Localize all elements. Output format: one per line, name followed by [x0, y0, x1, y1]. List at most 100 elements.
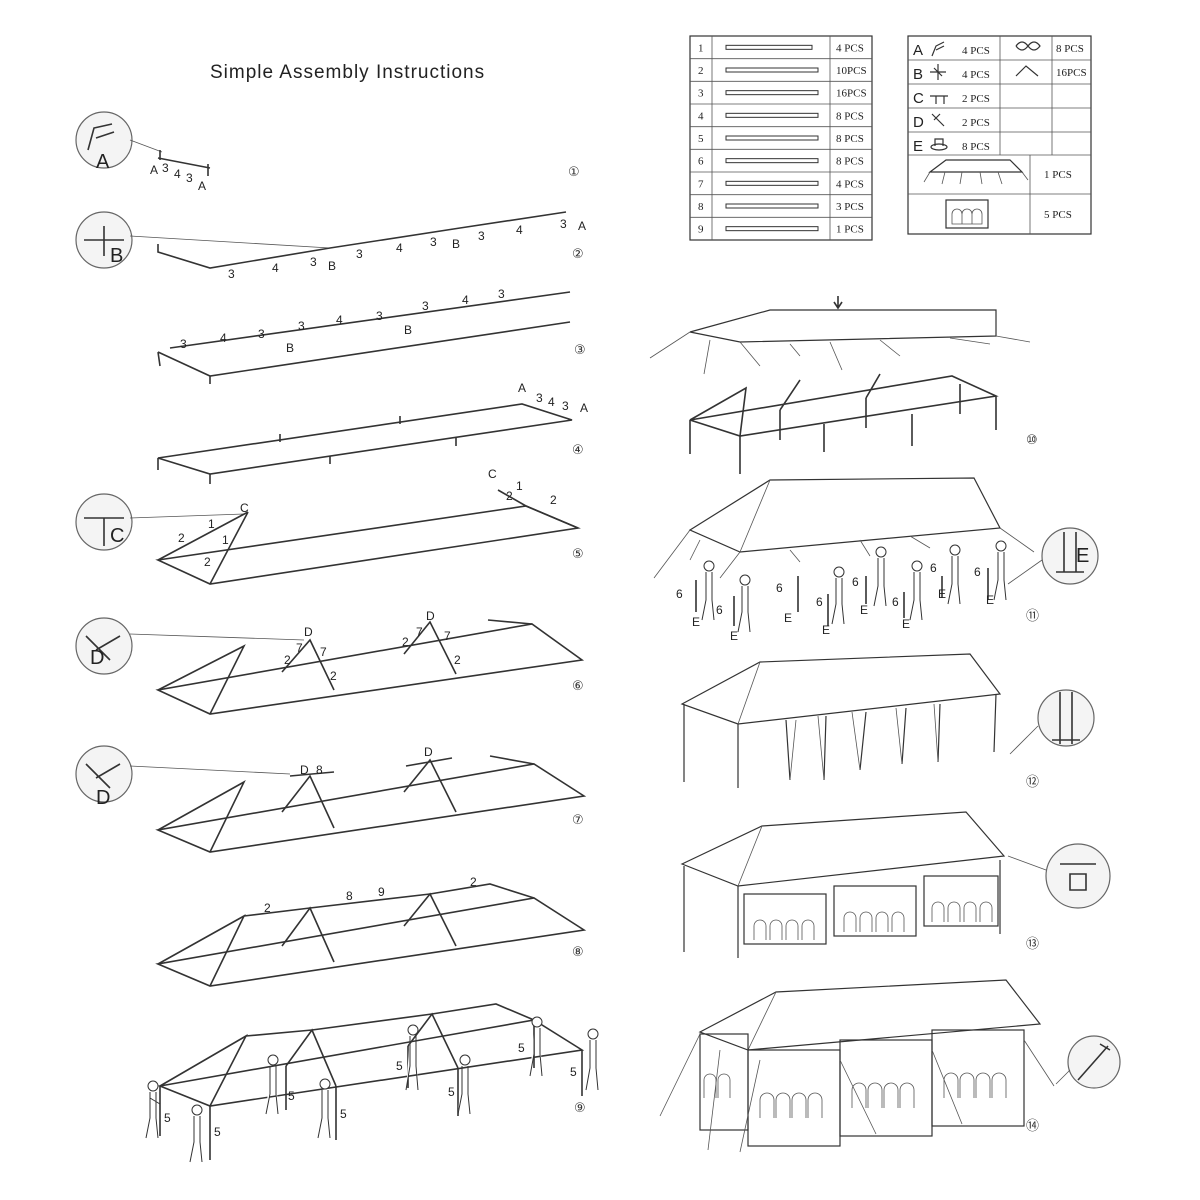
- part-qty: 16PCS: [836, 88, 867, 100]
- step-7: D D 8 D ⑦: [75, 745, 587, 853]
- part-qty: 1 PCS: [836, 224, 864, 236]
- part-number: 2: [698, 65, 704, 77]
- svg-text:4: 4: [174, 167, 181, 181]
- svg-text:3: 3: [298, 319, 305, 333]
- svg-text:4: 4: [462, 293, 469, 307]
- step-5: C C 1 2 1 2 C 1 2 2 ⑤: [75, 467, 584, 585]
- svg-text:D: D: [90, 647, 104, 669]
- step-3: 3 4 3 B 3 4 3 B 3 4 3 ③: [157, 287, 586, 384]
- svg-text:D: D: [96, 787, 110, 809]
- step-number-8: ⑧: [572, 945, 584, 960]
- step-number-9: ⑨: [574, 1101, 586, 1116]
- rope-qty: 8 PCS: [1056, 43, 1084, 55]
- detail-clip-icon: [1045, 843, 1111, 909]
- svg-text:3: 3: [478, 229, 485, 243]
- part-qty: 4 PCS: [836, 42, 864, 54]
- sidewall-qty: 5 PCS: [1044, 209, 1072, 221]
- svg-text:D: D: [304, 625, 313, 639]
- svg-text:1: 1: [208, 517, 215, 531]
- connector-letter-d: D: [913, 114, 924, 131]
- pipe-icon: [725, 135, 819, 141]
- part-number: 8: [698, 201, 704, 213]
- svg-text:E: E: [860, 603, 868, 617]
- svg-text:E: E: [986, 593, 994, 607]
- svg-text:E: E: [784, 611, 792, 625]
- stake-icon: [1015, 65, 1039, 77]
- step-number-1: ①: [568, 165, 580, 180]
- step-4: A 3 4 3 A ④: [157, 381, 588, 484]
- connector-c-qty: 2 PCS: [962, 93, 990, 105]
- part-qty: 8 PCS: [836, 133, 864, 145]
- connector-b-qty: 4 PCS: [962, 69, 990, 81]
- svg-text:C: C: [488, 467, 497, 481]
- connector-a-qty: 4 PCS: [962, 45, 990, 57]
- step-number-14: ⑭: [1026, 1119, 1039, 1134]
- pipe-icon: [725, 90, 819, 96]
- step-9: 5 5 5 5 5 5 5 5 ⑨: [145, 1003, 599, 1163]
- svg-text:9: 9: [378, 885, 385, 899]
- svg-text:E: E: [1076, 545, 1089, 567]
- connector-e-icon: [930, 138, 948, 151]
- svg-text:2: 2: [470, 875, 477, 889]
- svg-text:4: 4: [516, 223, 523, 237]
- svg-text:A: A: [198, 179, 206, 193]
- step-13: ⑬: [680, 811, 1111, 958]
- svg-text:2: 2: [454, 653, 461, 667]
- svg-text:B: B: [286, 341, 294, 355]
- svg-text:5: 5: [396, 1059, 403, 1073]
- svg-text:7: 7: [416, 625, 423, 639]
- svg-text:5: 5: [288, 1089, 295, 1103]
- part-number: 5: [698, 133, 704, 145]
- pipe-icon: [725, 112, 819, 118]
- step-11: 6 6 6 6 6 6 6 6 E E E E E E E E E ⑪: [653, 477, 1099, 643]
- svg-text:6: 6: [930, 561, 937, 575]
- svg-text:4: 4: [272, 261, 279, 275]
- pipe-icon: [725, 203, 819, 209]
- svg-text:2: 2: [264, 901, 271, 915]
- svg-text:C: C: [240, 501, 249, 515]
- pipe-icon: [725, 180, 819, 186]
- svg-text:5: 5: [164, 1111, 171, 1125]
- svg-text:3: 3: [310, 255, 317, 269]
- svg-text:3: 3: [536, 391, 543, 405]
- svg-text:5: 5: [448, 1085, 455, 1099]
- svg-text:8: 8: [346, 889, 353, 903]
- svg-text:D: D: [300, 763, 309, 777]
- connector-d-icon: [931, 113, 945, 127]
- connector-d-qty: 2 PCS: [962, 117, 990, 129]
- connector-a-icon: [931, 41, 945, 57]
- person-icons: [145, 1016, 599, 1163]
- step-1: A A 3 4 3 A ①: [75, 111, 580, 193]
- step-2: B 3 4 3 B 3 4 3 B 3 4 3 A ②: [75, 211, 586, 281]
- svg-text:A: A: [580, 401, 588, 415]
- connector-letter-c: C: [913, 90, 924, 107]
- step-number-6: ⑥: [572, 679, 584, 694]
- step-10: ⑩: [649, 296, 1038, 474]
- svg-text:C: C: [110, 525, 124, 547]
- svg-text:A: A: [96, 151, 110, 173]
- svg-text:6: 6: [716, 603, 723, 617]
- svg-text:3: 3: [258, 327, 265, 341]
- step-12: ⑫: [680, 653, 1095, 790]
- svg-text:A: A: [578, 219, 586, 233]
- svg-text:7: 7: [444, 629, 451, 643]
- svg-text:3: 3: [376, 309, 383, 323]
- svg-text:2: 2: [402, 635, 409, 649]
- svg-text:4: 4: [336, 313, 343, 327]
- part-number: 4: [698, 110, 704, 122]
- svg-text:6: 6: [974, 565, 981, 579]
- connector-c-icon: [930, 95, 948, 104]
- svg-text:E: E: [938, 587, 946, 601]
- svg-text:E: E: [692, 615, 700, 629]
- pipe-icon: [725, 44, 813, 50]
- part-qty: 3 PCS: [836, 201, 864, 213]
- svg-text:3: 3: [422, 299, 429, 313]
- detail-a-icon: [75, 111, 133, 169]
- pipe-icon: [725, 67, 819, 73]
- svg-text:6: 6: [852, 575, 859, 589]
- step-number-13: ⑬: [1026, 937, 1039, 952]
- step-number-10: ⑩: [1026, 433, 1038, 448]
- svg-text:6: 6: [816, 595, 823, 609]
